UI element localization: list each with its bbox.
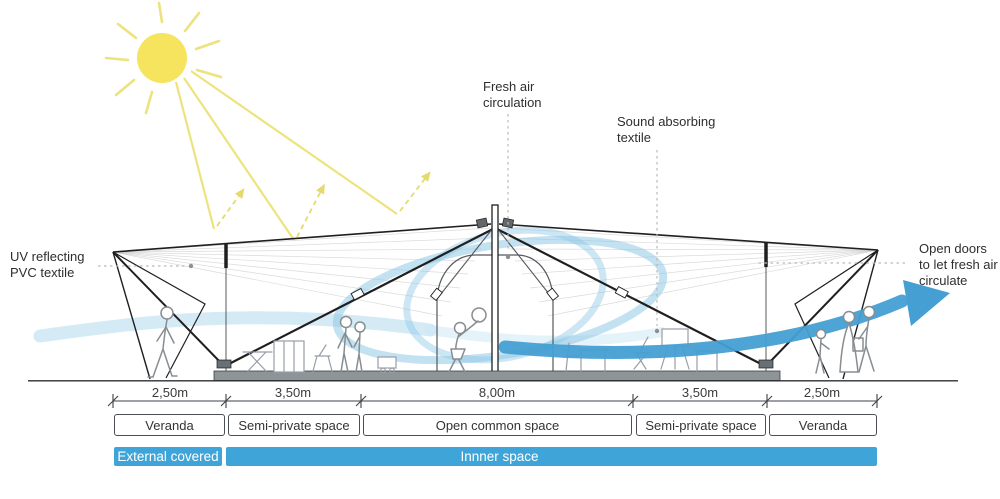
dimension-label-2: 3,50m <box>274 385 312 400</box>
sound-absorbing-label-line2: textile <box>617 130 651 145</box>
dimension-label-3: 8,00m <box>478 385 516 400</box>
sound-absorbing-label-line1: Sound absorbing <box>617 114 716 129</box>
zone-bar-external-covered-label: External covered <box>117 449 219 464</box>
dimension-line <box>107 394 883 408</box>
open-doors-label: Open doors to let fresh air circulate <box>919 241 998 289</box>
space-box-veranda-right: Veranda <box>769 414 877 436</box>
sun-beam-rays <box>174 70 398 241</box>
open-doors-label-line3: circulate <box>919 273 968 288</box>
uv-textile-label: UV reflecting PVC textile <box>10 249 84 281</box>
uv-textile-label-line2: PVC textile <box>10 265 75 280</box>
space-box-semi-private-left: Semi-private space <box>228 414 360 436</box>
fresh-air-label: Fresh air circulation <box>483 79 542 111</box>
dimension-label-4: 3,50m <box>681 385 719 400</box>
zone-bar-inner-space: Innner space <box>226 447 877 466</box>
sound-absorbing-label: Sound absorbing textile <box>617 114 715 146</box>
zone-bar-inner-space-label: Innner space <box>460 449 539 464</box>
fresh-air-label-line2: circulation <box>483 95 542 110</box>
dimension-label-1: 2,50m <box>151 385 189 400</box>
fresh-air-arrow-icon <box>498 280 950 359</box>
canopy-fabric-lines <box>112 227 879 317</box>
tent-structure <box>112 204 879 380</box>
space-box-open-common: Open common space <box>363 414 632 436</box>
fresh-air-label-line1: Fresh air <box>483 79 535 94</box>
uv-reflection-arrows <box>216 171 431 238</box>
people-figures <box>147 305 876 378</box>
uv-textile-label-line1: UV reflecting <box>10 249 85 264</box>
zone-bar-external-covered: External covered <box>114 447 222 466</box>
sun-icon <box>104 1 223 115</box>
open-doors-label-line1: Open doors <box>919 241 987 256</box>
space-box-semi-private-right: Semi-private space <box>636 414 766 436</box>
leader-lines <box>98 114 905 334</box>
open-doors-label-line2: to let fresh air <box>919 257 998 272</box>
space-box-veranda-left: Veranda <box>114 414 225 436</box>
dimension-label-5: 2,50m <box>803 385 841 400</box>
